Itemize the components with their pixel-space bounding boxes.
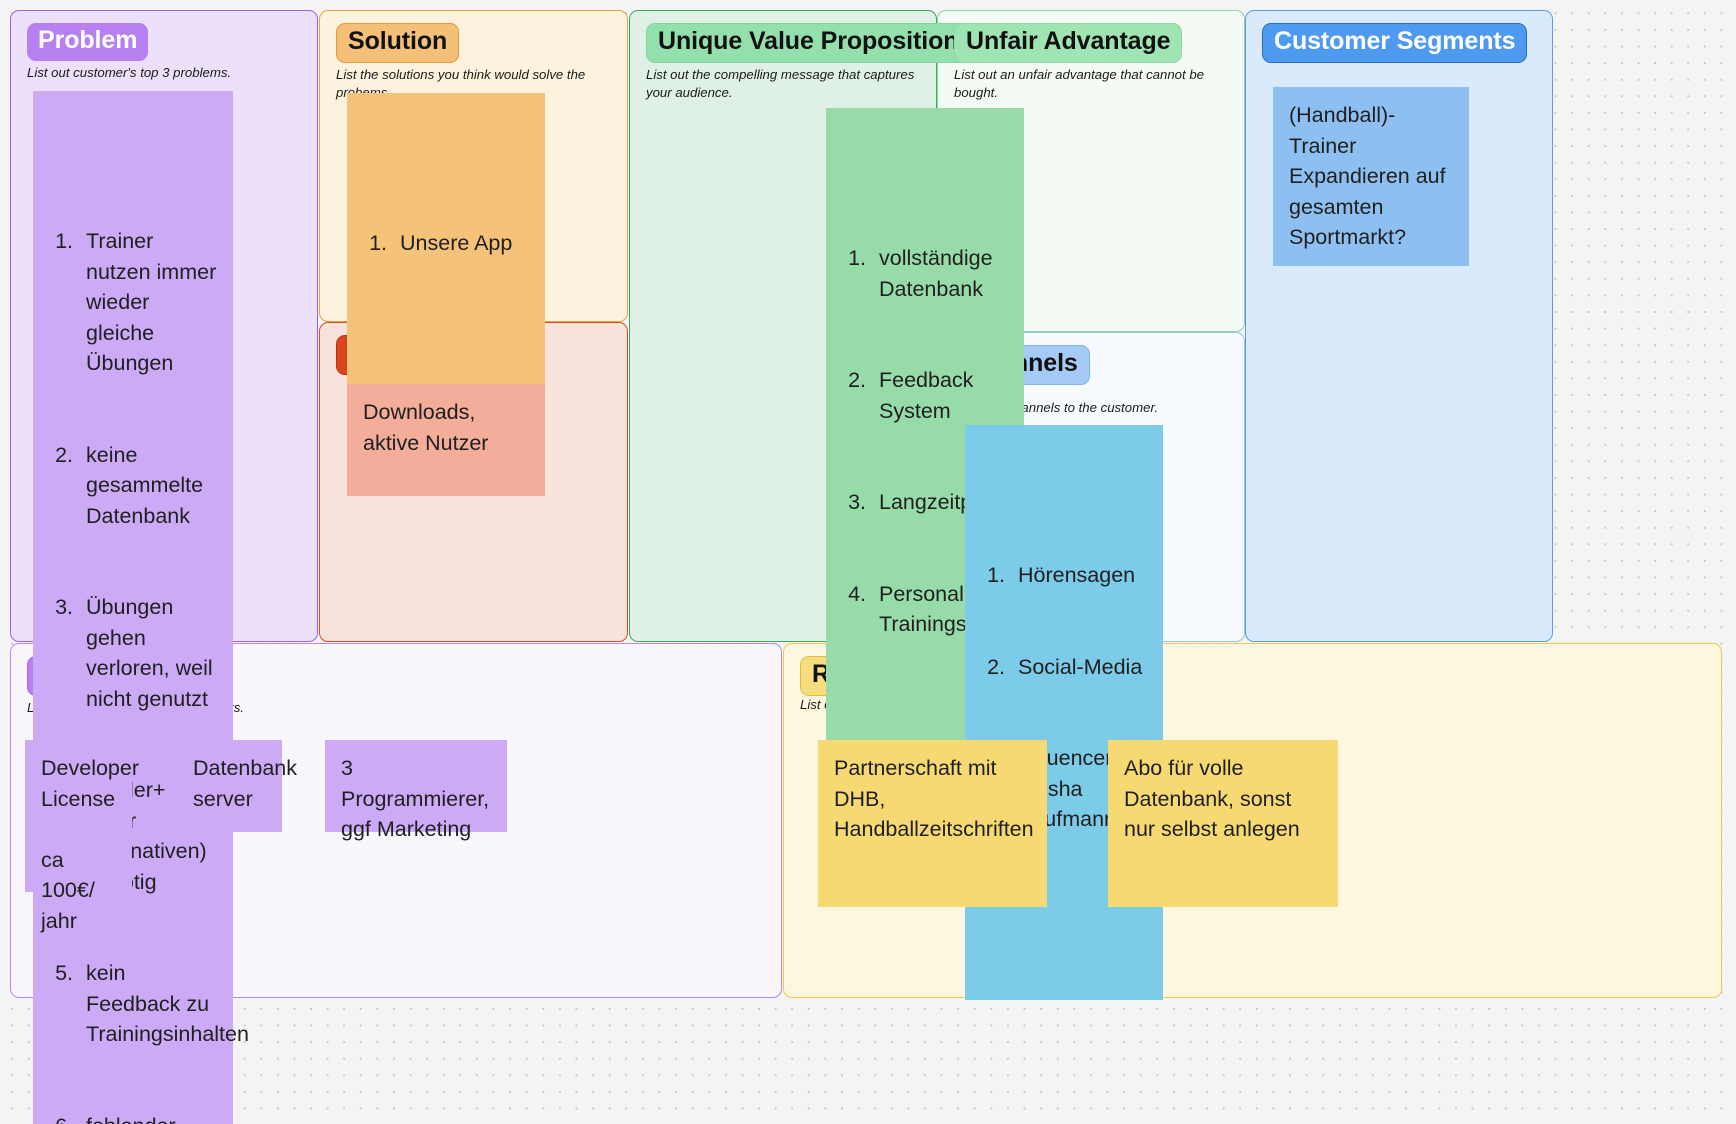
sticky-note-solution[interactable]: Unsere App xyxy=(347,93,545,394)
problem-title-badge[interactable]: Problem xyxy=(27,23,149,61)
panel-channels[interactable]: Channels List your channels to the custo… xyxy=(937,332,1245,1001)
sticky-note-customer-segments[interactable]: (Handball)-Trainer Expandieren auf gesam… xyxy=(1273,87,1469,266)
sticky-note-cost-2[interactable]: Datenbank server xyxy=(177,740,297,832)
uvp-header: Unique Value Proposition List out the co… xyxy=(646,23,971,102)
list-item: Übungen gehen verloren, weil nicht genut… xyxy=(79,592,217,714)
sticky-note-channels[interactable]: Hörensagen Social-Media Influencer (Mish… xyxy=(965,425,1163,1001)
list-item: fehlender Langzeitüberblick xyxy=(79,1111,217,1124)
sticky-note-revenue-2[interactable]: Abo für volle Datenbank, sonst nur selbs… xyxy=(1108,740,1338,907)
problem-list: Trainer nutzen immer wieder gleiche Übun… xyxy=(49,165,249,1124)
sticky-note-key-metrics[interactable]: Downloads, aktive Nutzer xyxy=(347,384,545,496)
problem-header: Problem List out customer's top 3 proble… xyxy=(27,23,305,82)
list-item: kein Feedback zu Trainingsinhalten xyxy=(79,958,249,1050)
list-item: Trainer nutzen immer wieder gleiche Übun… xyxy=(79,226,217,379)
list-item: keine gesammelte Datenbank xyxy=(79,440,217,532)
unfair-advantage-header: Unfair Advantage List out an unfair adva… xyxy=(954,23,1232,102)
list-item: Hörensagen xyxy=(1011,560,1147,591)
uvp-title-badge[interactable]: Unique Value Proposition xyxy=(646,23,971,63)
list-item: Unsere App xyxy=(393,228,529,259)
list-item: Social-Media xyxy=(1011,652,1147,683)
solution-header: Solution List the solutions you think wo… xyxy=(336,23,615,102)
panel-solution[interactable]: Solution List the solutions you think wo… xyxy=(319,10,628,394)
unfair-advantage-title-badge[interactable]: Unfair Advantage xyxy=(954,23,1183,63)
unfair-advantage-list: vollständige Datenbank Feedback System L… xyxy=(842,182,1037,701)
list-item: Feedback System xyxy=(872,365,1008,426)
problem-hint: List out customer's top 3 problems. xyxy=(27,64,232,80)
panel-customer-segments[interactable]: Customer Segments (Handball)-Trainer Exp… xyxy=(1245,10,1553,642)
sticky-note-problem[interactable]: Trainer nutzen immer wieder gleiche Übun… xyxy=(33,91,249,1124)
sticky-note-cost-3[interactable]: 3 Programmierer, ggf Marketing xyxy=(325,740,507,841)
list-item: vollständige Datenbank xyxy=(872,243,1008,304)
panel-unfair-advantage[interactable]: Unfair Advantage List out an unfair adva… xyxy=(826,10,1245,775)
solution-title-badge[interactable]: Solution xyxy=(336,23,460,63)
uvp-hint: List out the compelling message that cap… xyxy=(646,66,915,100)
customer-segments-title-badge[interactable]: Customer Segments xyxy=(1262,23,1528,63)
panel-problem[interactable]: Problem List out customer's top 3 proble… xyxy=(10,10,318,1124)
sticky-note-cost-1[interactable]: Developer License ca 100€/ jahr xyxy=(25,740,139,933)
solution-list: Unsere App xyxy=(363,167,529,320)
unfair-advantage-hint: List out an unfair advantage that cannot… xyxy=(954,66,1205,100)
sticky-note-revenue-1[interactable]: Partnerschaft mit DHB, Handballzeitschri… xyxy=(818,740,1047,907)
customer-segments-header: Customer Segments xyxy=(1262,23,1540,63)
